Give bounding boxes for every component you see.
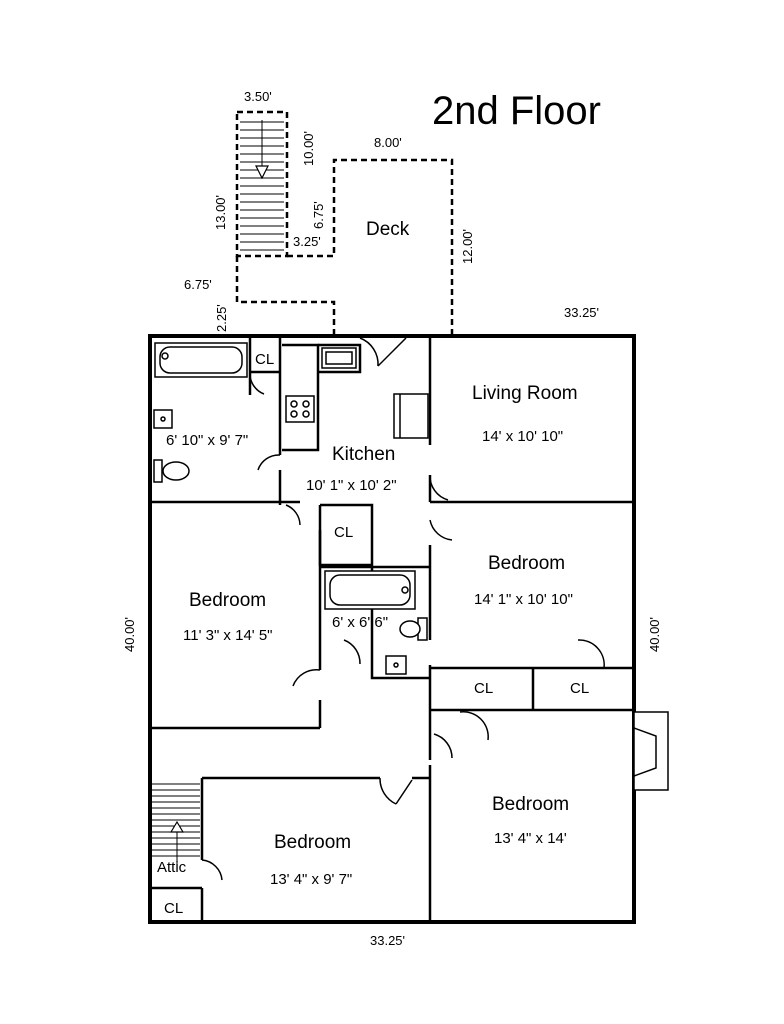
dim-stair-width: 3.50'	[244, 89, 272, 104]
deck-outline	[235, 158, 454, 336]
sink-upper	[153, 409, 173, 429]
kitchen-closet-label: CL	[334, 524, 353, 541]
dim-setback-vertical: 2.25'	[214, 304, 229, 332]
bathroom-upper-size: 6' 10" x 9' 7"	[166, 432, 248, 449]
kitchen-size: 10' 1" x 10' 2"	[306, 477, 397, 494]
bedroom-right-label: Bedroom	[488, 553, 565, 574]
toilet-upper	[153, 459, 190, 483]
bedroom-right-size: 14' 1" x 10' 10"	[474, 591, 573, 608]
toilet-middle	[399, 617, 428, 641]
fireplace	[633, 711, 669, 791]
closet-mid-right-label: CL	[570, 680, 589, 697]
dim-deck-offset: 6.75'	[311, 201, 326, 229]
attic-label: Attic	[157, 859, 187, 876]
closet-mid-left-label: CL	[474, 680, 493, 697]
bathroom-middle-size: 6' x 6' 6"	[332, 614, 388, 631]
dim-deck-step: 3.25'	[293, 234, 321, 249]
exterior-wall	[148, 334, 636, 924]
dim-right-depth: 40.00'	[647, 617, 662, 652]
bedroom-left-size: 11' 3" x 14' 5"	[183, 627, 273, 644]
bedroom-bottom-right-label: Bedroom	[492, 794, 569, 815]
living-room-size: 14' x 10' 10"	[482, 428, 563, 445]
sink-middle	[385, 655, 407, 675]
bedroom-bottom-right-size: 13' 4" x 14'	[494, 830, 567, 847]
exterior-stair-treads	[240, 120, 284, 251]
dim-deck-depth: 12.00'	[460, 229, 475, 264]
bedroom-bottom-label: Bedroom	[274, 832, 351, 853]
bathtub-upper	[154, 342, 248, 378]
exterior-stair	[235, 110, 289, 258]
kitchen-label: Kitchen	[332, 444, 395, 465]
kitchen-sink	[321, 347, 357, 369]
stair-arrow-down-icon	[255, 165, 269, 180]
page-title: 2nd Floor	[432, 89, 601, 133]
deck-label: Deck	[366, 219, 410, 240]
dim-stair-length: 13.00'	[213, 195, 228, 230]
dim-bottom-width: 33.25'	[370, 933, 405, 948]
stove-icon	[285, 395, 315, 423]
attic-stair	[152, 783, 200, 866]
dim-left-depth: 40.00'	[122, 617, 137, 652]
dim-deck-width: 8.00'	[374, 135, 402, 150]
refrigerator	[393, 393, 429, 439]
attic-closet-label: CL	[164, 900, 183, 917]
bath-closet-label: CL	[255, 351, 274, 368]
interior-walls	[150, 338, 632, 920]
bedroom-left-label: Bedroom	[189, 590, 266, 611]
dim-top-width: 33.25'	[564, 305, 599, 320]
bathtub-middle	[324, 570, 416, 610]
door-swings	[201, 337, 605, 881]
stair-arrow-up-icon	[169, 820, 185, 833]
dim-stair-upper: 10.00'	[301, 131, 316, 166]
dim-setback-horizontal: 6.75'	[184, 277, 212, 292]
bedroom-bottom-size: 13' 4" x 9' 7"	[270, 871, 352, 888]
living-room-label: Living Room	[472, 383, 578, 404]
